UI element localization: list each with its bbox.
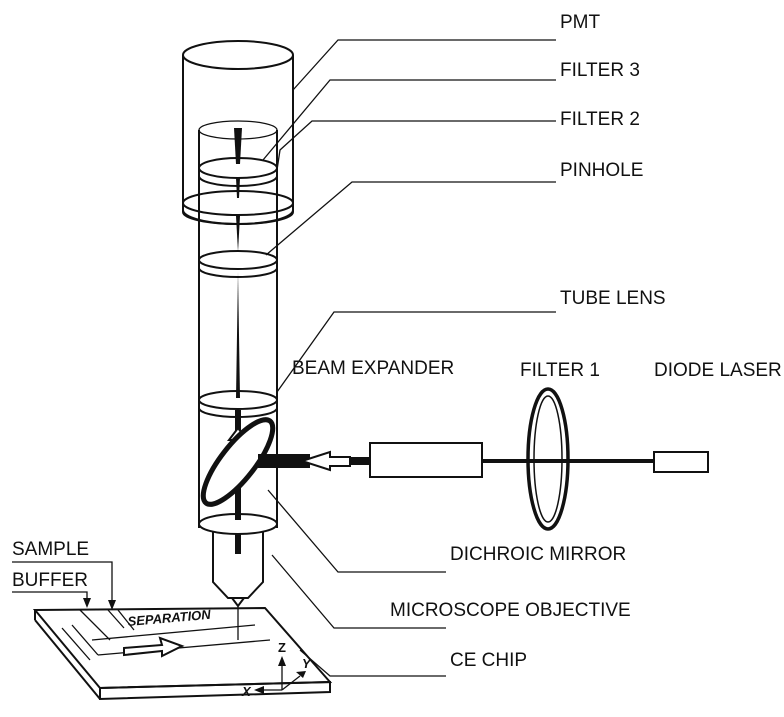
buffer-label: BUFFER [12, 570, 88, 591]
diode-laser [653, 451, 709, 473]
beam-expander [369, 442, 483, 478]
axis-y-label: Y [302, 656, 312, 671]
diode-laser-label: DIODE LASER [654, 360, 782, 381]
filter-2-label: FILTER 2 [560, 109, 640, 130]
filter-1 [526, 387, 570, 531]
separation-label: SEPARATION [127, 607, 212, 629]
axis-x-label: X [241, 684, 252, 699]
microscope-objective-label: MICROSCOPE OBJECTIVE [390, 600, 631, 621]
axis-z-label: Z [278, 640, 286, 655]
tube-lens-label: TUBE LENS [560, 288, 666, 309]
microscope-objective [212, 532, 264, 640]
filter-3-label: FILTER 3 [560, 60, 640, 81]
sample-label: SAMPLE [12, 539, 89, 560]
separation-arrow [123, 636, 185, 658]
pmt-label: PMT [560, 12, 601, 33]
pinhole-label: PINHOLE [560, 160, 643, 181]
dichroic-mirror [200, 417, 276, 507]
leader-lines [262, 39, 556, 677]
beam-expander-label: BEAM EXPANDER [292, 358, 454, 379]
ce-chip [32, 606, 333, 701]
axis-triad [254, 656, 306, 694]
ce-chip-label: CE CHIP [450, 650, 527, 671]
sample-buffer-leaders [12, 561, 116, 610]
dichroic-mirror-label: DICHROIC MIRROR [450, 544, 626, 565]
filter-1-label: FILTER 1 [520, 360, 600, 381]
